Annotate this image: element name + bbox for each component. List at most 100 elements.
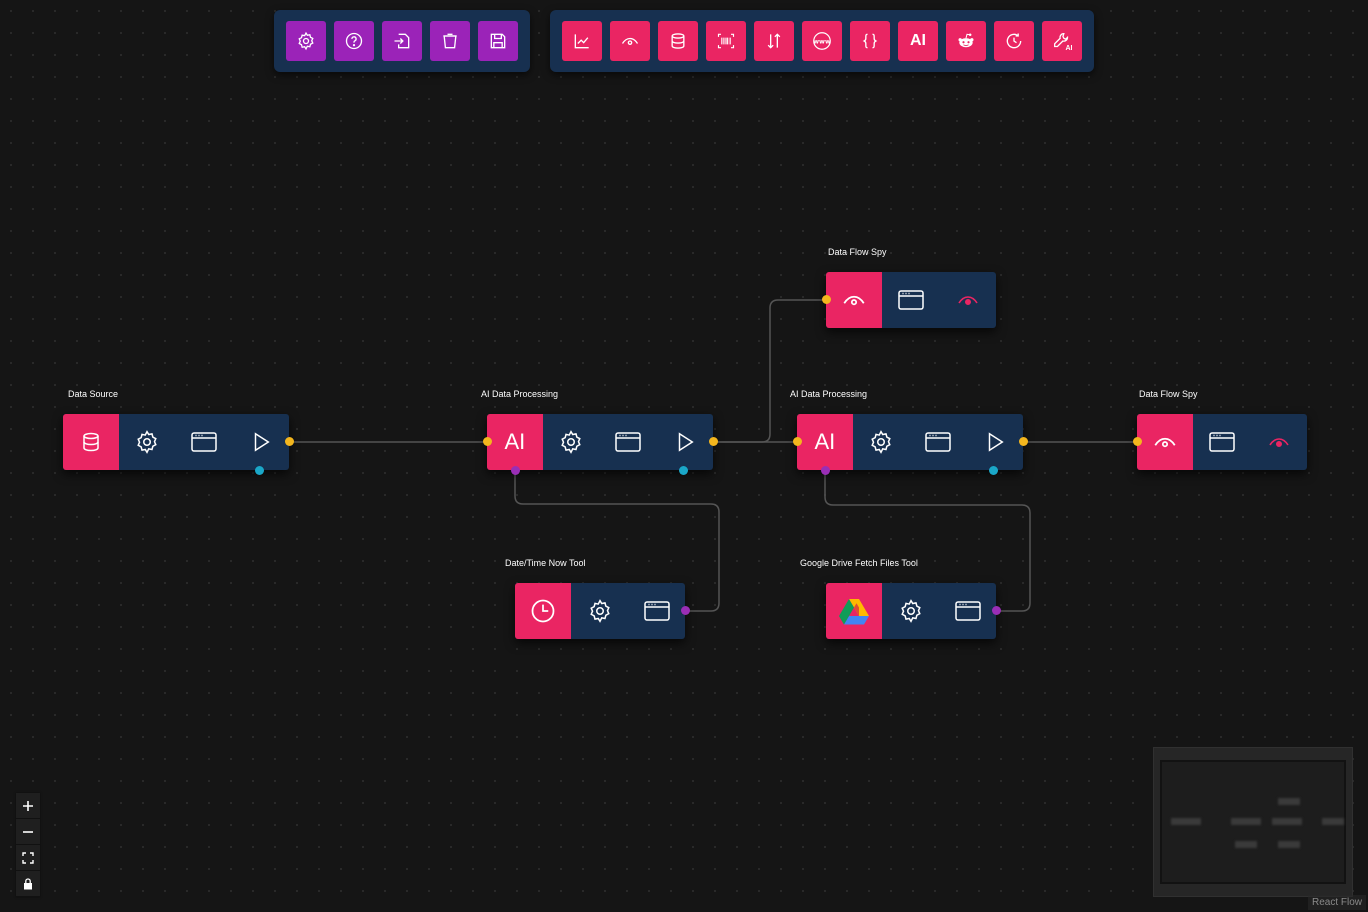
tool-handle[interactable] [821, 466, 830, 475]
node-settings-button[interactable] [543, 414, 600, 470]
gear-icon [561, 430, 581, 454]
fit-view-button[interactable] [16, 845, 40, 871]
node-window-button[interactable] [910, 414, 967, 470]
ai-icon: AI [814, 429, 836, 454]
www-icon: www [813, 32, 831, 50]
add-json-node-button[interactable] [850, 21, 890, 61]
gdrive-tool-label: Google Drive Fetch Files Tool [800, 558, 918, 568]
clear-button[interactable] [430, 21, 470, 61]
window-icon [643, 601, 670, 621]
node-window-button[interactable] [600, 414, 657, 470]
node-window-button[interactable] [1193, 414, 1250, 470]
ai-icon: AI [910, 32, 926, 49]
node-settings-button[interactable] [853, 414, 910, 470]
settings-button[interactable] [286, 21, 326, 61]
gear-icon [298, 31, 314, 51]
ai-processing-node-2[interactable]: AI [793, 414, 1028, 475]
data-flow-spy-node-top[interactable] [822, 272, 996, 328]
output-handle[interactable] [709, 437, 718, 446]
eye-active-icon [1268, 438, 1289, 448]
add-data-source-button[interactable] [658, 21, 698, 61]
add-schedule-node-button[interactable] [994, 21, 1034, 61]
node-window-button[interactable] [176, 414, 233, 470]
tool-handle[interactable] [511, 466, 520, 475]
trigger-handle[interactable] [679, 466, 688, 475]
ai-processing-node-1[interactable]: AI [483, 414, 718, 475]
plus-icon [23, 800, 33, 811]
data-flow-spy-top-main[interactable] [826, 272, 882, 328]
eye-icon [1154, 437, 1176, 448]
window-icon [191, 432, 217, 452]
trigger-handle[interactable] [255, 466, 264, 475]
gear-icon [900, 599, 921, 623]
flow-controls [16, 793, 40, 897]
node-toolbar: www AI AI [550, 10, 1094, 72]
add-reddit-node-button[interactable] [946, 21, 986, 61]
node-window-button[interactable] [628, 583, 685, 639]
node-run-button[interactable] [232, 414, 289, 470]
eye-active-icon [957, 296, 978, 306]
datetime-tool-node[interactable] [515, 583, 690, 639]
play-icon [678, 432, 694, 452]
play-icon [254, 432, 270, 452]
help-button[interactable] [334, 21, 374, 61]
data-source-node[interactable] [63, 414, 294, 475]
datetime-tool-main[interactable] [515, 583, 571, 639]
lock-button[interactable] [16, 871, 40, 897]
minimap-viewport[interactable] [1160, 760, 1346, 884]
minimap[interactable] [1153, 747, 1353, 897]
data-source-label: Data Source [68, 389, 119, 399]
database-icon [83, 432, 99, 452]
node-settings-button[interactable] [571, 583, 628, 639]
trash-icon [443, 33, 457, 49]
clock-refresh-icon [1006, 33, 1022, 49]
add-barcode-node-button[interactable] [706, 21, 746, 61]
output-handle[interactable] [285, 437, 294, 446]
add-ai-node-button[interactable]: AI [898, 21, 938, 61]
attribution-link[interactable]: React Flow [1307, 895, 1366, 910]
gear-icon [137, 430, 157, 454]
spy-status-indicator [1250, 414, 1307, 470]
zoom-in-button[interactable] [16, 793, 40, 819]
data-flow-spy-right-label: Data Flow Spy [1139, 389, 1198, 399]
input-handle[interactable] [793, 437, 802, 446]
data-source-main[interactable] [63, 414, 119, 470]
minimap-node [1278, 841, 1300, 848]
node-settings-button[interactable] [119, 414, 176, 470]
node-settings-button[interactable] [882, 583, 939, 639]
import-button[interactable] [382, 21, 422, 61]
save-button[interactable] [478, 21, 518, 61]
ai-processing-1-main[interactable]: AI [487, 414, 543, 470]
tool-output-handle[interactable] [681, 606, 690, 615]
node-window-button[interactable] [939, 583, 996, 639]
gdrive-tool-main[interactable] [826, 583, 882, 639]
node-run-button[interactable] [656, 414, 713, 470]
braces-icon [862, 33, 878, 49]
input-handle[interactable] [1133, 437, 1142, 446]
tool-output-handle[interactable] [992, 606, 1001, 615]
add-ai-tool-button[interactable]: AI [1042, 21, 1082, 61]
add-web-node-button[interactable]: www [802, 21, 842, 61]
minimap-node [1231, 818, 1261, 825]
add-chart-node-button[interactable] [562, 21, 602, 61]
node-window-button[interactable] [882, 272, 939, 328]
gear-icon [589, 599, 610, 623]
node-run-button[interactable] [966, 414, 1023, 470]
trigger-handle[interactable] [989, 466, 998, 475]
window-icon [615, 432, 641, 452]
zoom-out-button[interactable] [16, 819, 40, 845]
input-handle[interactable] [822, 295, 831, 304]
input-handle[interactable] [483, 437, 492, 446]
sort-icon [767, 33, 781, 49]
data-flow-spy-right-main[interactable] [1137, 414, 1193, 470]
floppy-icon [490, 33, 506, 49]
window-icon [954, 601, 981, 621]
add-data-flow-spy-button[interactable] [610, 21, 650, 61]
add-sort-node-button[interactable] [754, 21, 794, 61]
gdrive-tool-node[interactable] [826, 583, 1001, 639]
spy-status-indicator [939, 272, 996, 328]
output-handle[interactable] [1019, 437, 1028, 446]
fit-view-icon [22, 851, 34, 864]
ai-processing-2-main[interactable]: AI [797, 414, 853, 470]
data-flow-spy-node-right[interactable] [1133, 414, 1307, 470]
